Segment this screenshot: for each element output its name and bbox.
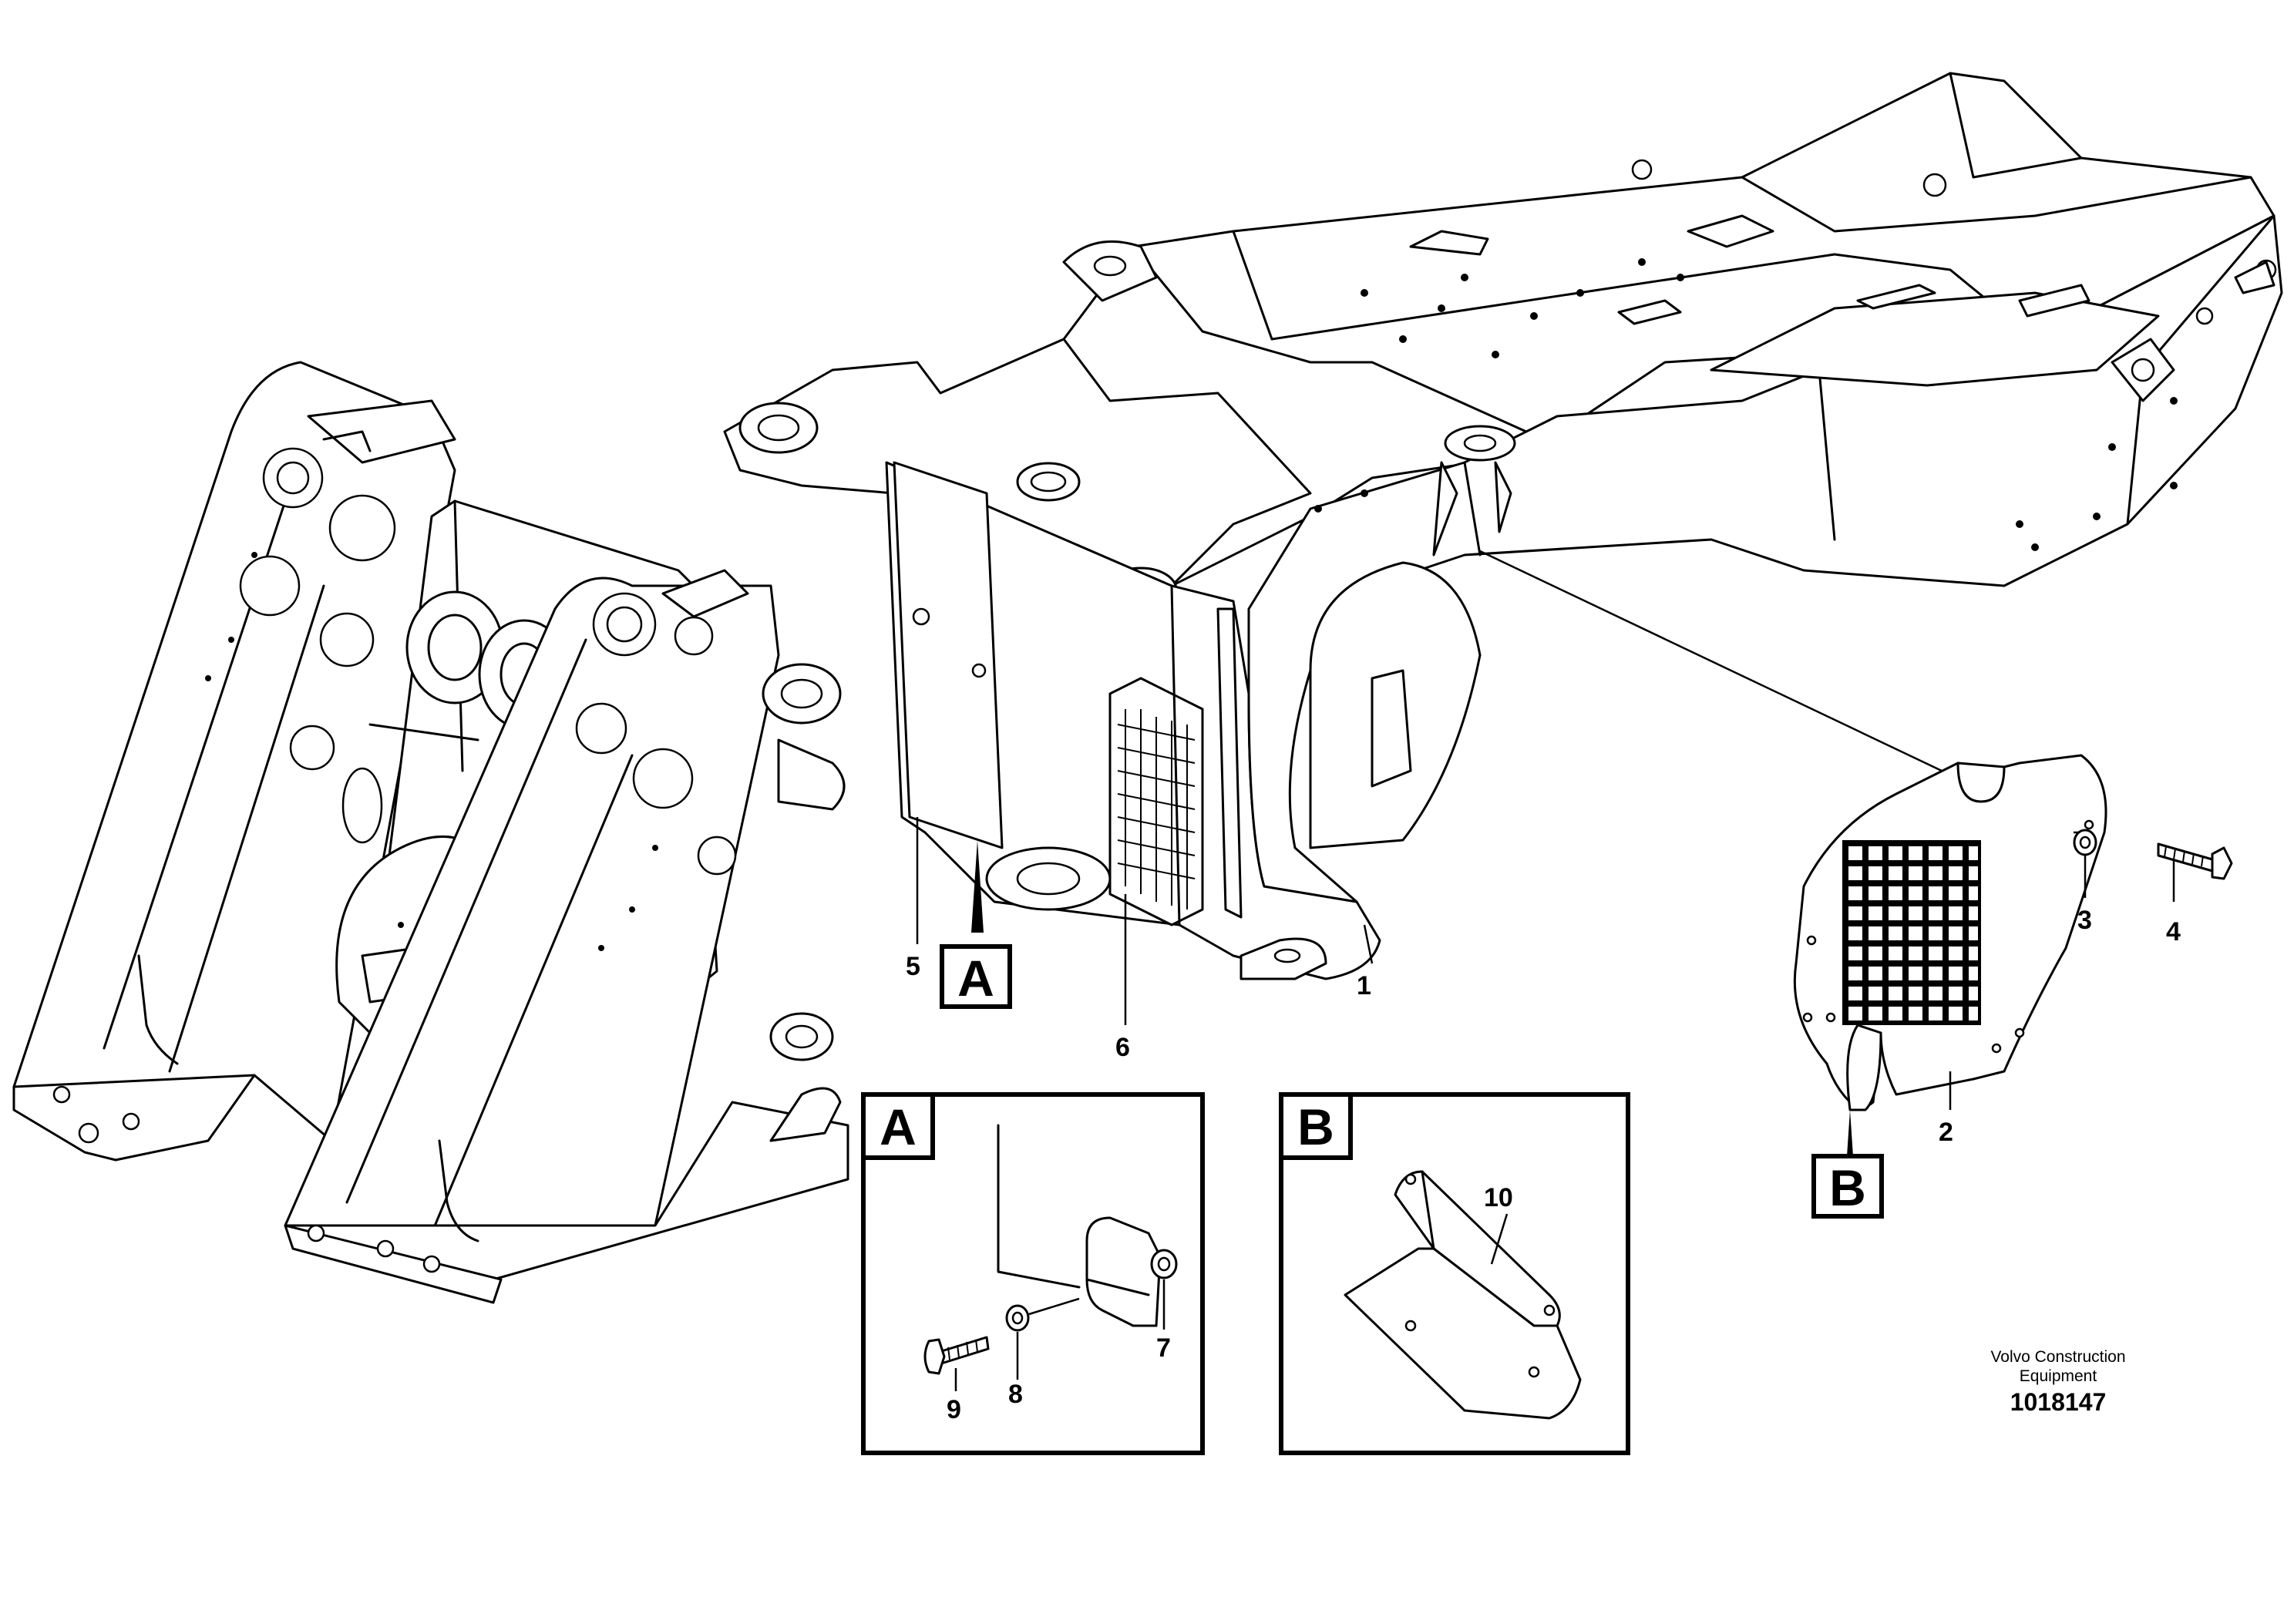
callout-2: 2 xyxy=(1939,1118,1953,1147)
detail-marker-a-label: A xyxy=(957,950,994,1007)
callout-1: 1 xyxy=(1357,971,1371,1000)
part-number: 1018147 xyxy=(2010,1388,2107,1416)
washer-3 xyxy=(2073,829,2097,898)
callout-10: 10 xyxy=(1484,1183,1513,1212)
callout-6: 6 xyxy=(1115,1033,1130,1062)
callout-5: 5 xyxy=(906,952,920,981)
front-frame xyxy=(12,361,849,1304)
brand-line-1: Volvo Construction xyxy=(1990,1348,2125,1366)
detail-marker-b-label: B xyxy=(1829,1159,1866,1216)
detail-view-b: B 10 xyxy=(1279,1092,1630,1455)
callout-4: 4 xyxy=(2166,917,2181,946)
detail-view-b-title: B xyxy=(1297,1098,1334,1155)
callout-8: 8 xyxy=(1008,1380,1023,1409)
callout-3: 3 xyxy=(2077,906,2092,935)
detail-view-a-title: A xyxy=(880,1098,917,1155)
brand-line-2: Equipment xyxy=(2020,1367,2097,1385)
bolt-4 xyxy=(2157,842,2233,902)
detail-marker-a[interactable]: A xyxy=(940,944,1012,1009)
callout-7: 7 xyxy=(1156,1333,1171,1363)
rear-frame xyxy=(723,72,2283,980)
detail-marker-b[interactable]: B xyxy=(1811,1154,1884,1219)
callout-9: 9 xyxy=(947,1395,961,1424)
detail-view-a: A 7 8 9 xyxy=(861,1092,1205,1455)
branding-block: Volvo Construction Equipment 1018147 xyxy=(1990,1348,2125,1416)
cover-plate xyxy=(1793,754,2107,1202)
plate-grid xyxy=(1842,840,1981,1025)
